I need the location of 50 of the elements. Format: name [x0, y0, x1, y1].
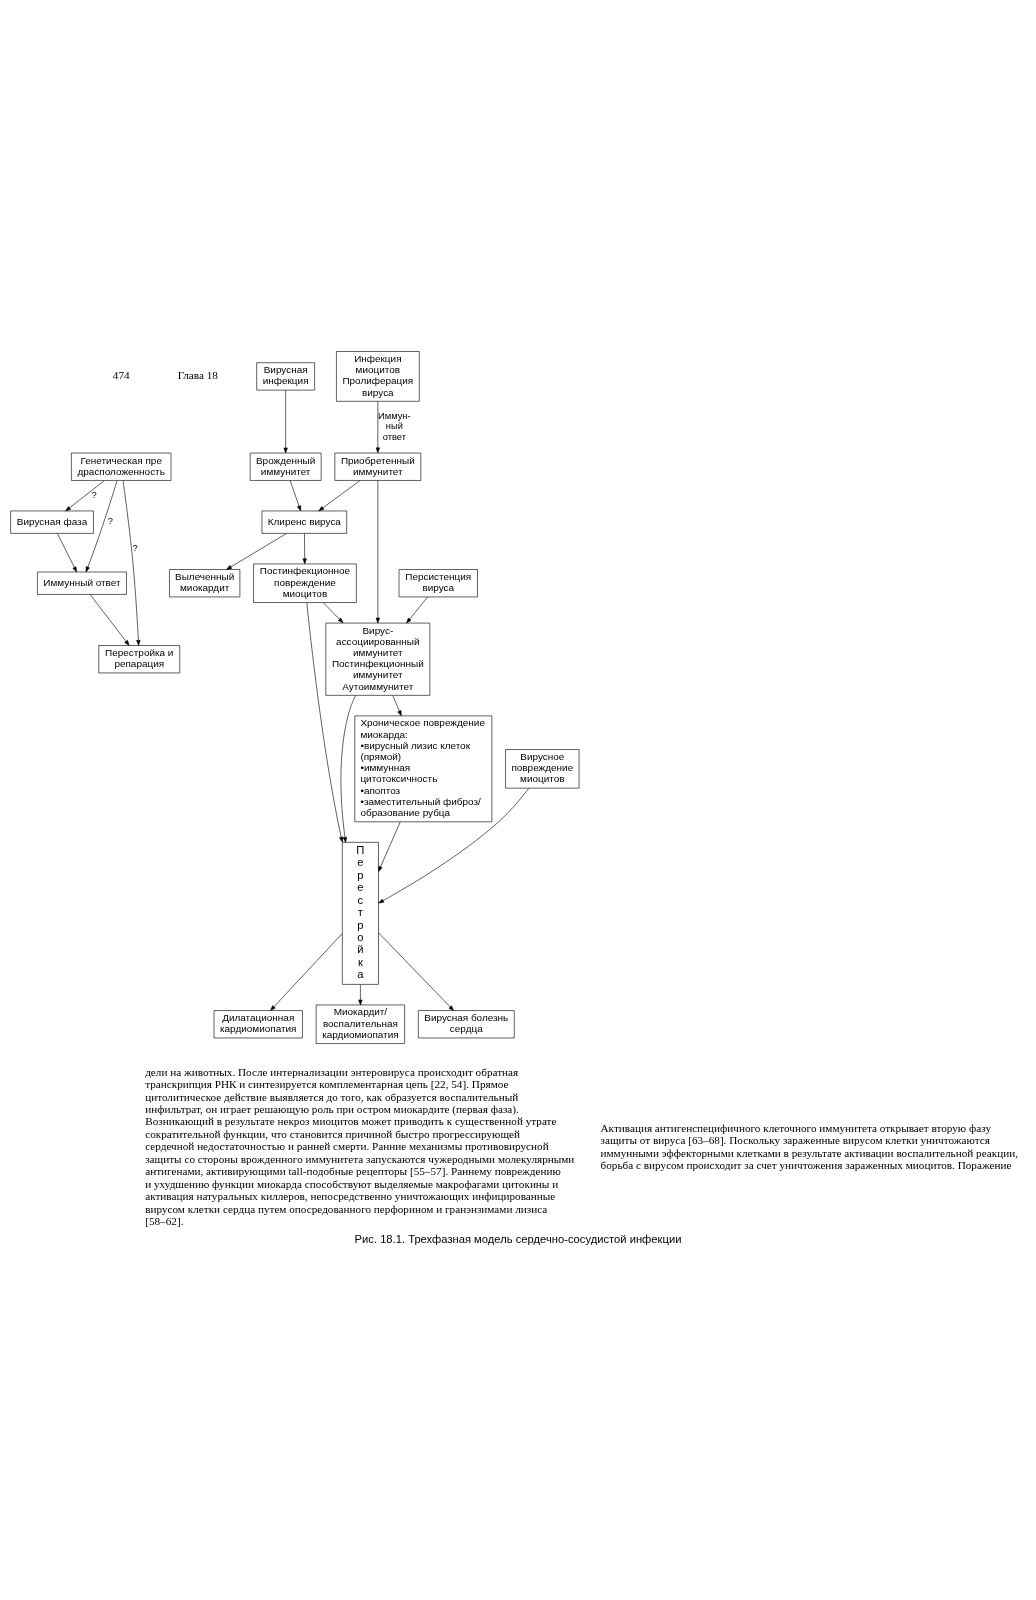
node-box: Вирус-ассоциированный иммунитет Постинфекционный иммунитет Аутоиммунитет [325, 622, 431, 696]
arrow [89, 594, 130, 646]
arrow [302, 533, 307, 565]
node-box: Иммунный ответ [37, 571, 127, 595]
node-box: Вирусная болезнь сердца [418, 1010, 515, 1039]
arrow [270, 933, 343, 1011]
edge-label: ? [107, 516, 113, 527]
arrow [122, 480, 141, 646]
arrow [378, 932, 454, 1011]
label: 474 [112, 369, 130, 382]
arrow [65, 480, 105, 512]
arrow [283, 389, 288, 454]
edge-label: Иммун- ный ответ [378, 410, 411, 442]
caption: Рис. 18.1. Трехфазная модель сердечно-сосудистой инфекции [354, 1232, 682, 1245]
arrow [375, 480, 380, 624]
arrow [378, 821, 401, 872]
node-box: Постинфекционное повреждение миоцитов [253, 563, 357, 603]
node-box: Миокардит/ воспалительная кардиомиопатия [315, 1004, 405, 1044]
node-box: Перестройка и репарация [98, 645, 181, 674]
node-box: Вирусная фаза [10, 510, 94, 534]
arrow [378, 788, 530, 904]
arrow [392, 695, 402, 717]
arrow [289, 480, 301, 512]
arrow [375, 401, 380, 454]
edge-label: ? [132, 542, 138, 553]
arrow [340, 695, 356, 843]
arrow [57, 533, 77, 573]
node-box: Вылеченный миокардит [169, 569, 241, 598]
node-box: Генетическая предрасположенность [71, 452, 172, 481]
node-box: Врожденный иммунитет [249, 452, 322, 481]
node-box: Персистенция вируса [398, 569, 478, 598]
label: Активация антигенспецифичного клеточного иммунитета открывает вторую фазу защиты от вируса [63–68]. Поскольку зараженные вирусом клетки уничтожаются иммунными эффекторными клетками в результате активации воспалительной реакции, борьба с вирусом происходит за счет уничтожения зараженных миоцитов. Поражение [600, 1121, 1018, 1172]
label: Глава 18 [177, 369, 218, 382]
edge-label: ? [91, 489, 97, 500]
node-box: Клиренс вируса [261, 510, 347, 534]
node-box: Приобретенный иммунитет [334, 452, 422, 481]
node-box: Хроническое повреждение миокарда: •вирусный лизис клеток (прямой) •иммунная цитотоксичность •апоптоз •заместительный фиброз/ образование рубца [354, 715, 493, 823]
node-box: Перестройка [342, 842, 379, 985]
arrow [406, 596, 428, 624]
arrow [226, 533, 287, 570]
node-box: Вирусное повреждение миоцитов [505, 749, 580, 789]
arrow [85, 480, 118, 573]
arrow [323, 602, 344, 624]
arrow [358, 984, 363, 1006]
arrow [318, 480, 361, 512]
node-box: Вирусная инфекция [256, 362, 315, 391]
node-box: Дилатационная кардиомиопатия [213, 1010, 303, 1039]
node-box: Инфекция миоцитов Пролиферация вируса [336, 351, 420, 402]
arrow [306, 602, 344, 843]
label: дели на животных. После интернализации энтеровируса происходит обратная транскрипция РНК и синтезируется комплементарная цепь [22, 54]. Прямое цитолитическое действие выявляется до того, как образуется воспалительный инфильтрат, он играет решающую роль при остром миокардите (первая фаза). Возникающий в результате некроз миоцитов может приводить к существенной утрате сократительной функции, что становится причиной быстро прогрессирующей сердечной недостаточностью и ранней смерти. Ранние механизмы противовирусной защиты со стороны врожденного иммунитета запускаются чужеродными молекулярными антигенами, активирующими tall-подобные рецепторы [55–57]. Раннему повреждению и ухудшению функции миокарда способствуют выделяемые макрофагами цитокины и активация натуральных киллеров, непосредственно уничтожающих инфицированные вирусом клетки сердца путем опосредованного перфорином и гранэнзимами лизиса [58–62]. [145, 1065, 575, 1228]
